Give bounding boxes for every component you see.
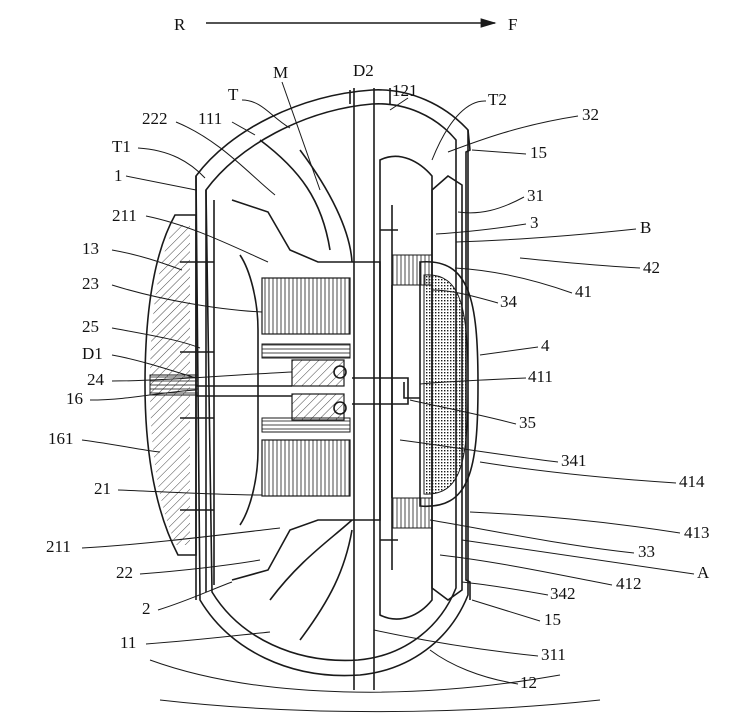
label-T: T	[228, 85, 239, 104]
label-412: 412	[616, 574, 642, 593]
label-413: 413	[684, 523, 710, 542]
label-34: 34	[500, 292, 518, 311]
direction-label-rear: R	[174, 15, 186, 34]
label-161: 161	[48, 429, 74, 448]
housing-shell	[150, 88, 600, 712]
label-B: B	[640, 218, 651, 237]
label-D1: D1	[82, 344, 103, 363]
rear-cap	[145, 215, 214, 555]
label-25: 25	[82, 317, 99, 336]
direction-label-front: F	[508, 15, 517, 34]
label-T1: T1	[112, 137, 131, 156]
label-13: 13	[82, 239, 99, 258]
label-T2: T2	[488, 90, 507, 109]
label-15-bottom: 15	[544, 610, 561, 629]
label-22: 22	[116, 563, 133, 582]
label-42: 42	[643, 258, 660, 277]
label-414: 414	[679, 472, 705, 491]
label-342: 342	[550, 584, 576, 603]
label-311: 311	[541, 645, 566, 664]
label-33: 33	[638, 542, 655, 561]
label-32: 32	[582, 105, 599, 124]
label-211-top: 211	[112, 206, 137, 225]
label-D2: D2	[353, 61, 374, 80]
label-16: 16	[66, 389, 83, 408]
front-assembly	[404, 176, 478, 600]
label-2: 2	[142, 599, 151, 618]
label-15-top: 15	[530, 143, 547, 162]
label-A: A	[697, 563, 710, 582]
label-21: 21	[94, 479, 111, 498]
label-3: 3	[530, 213, 539, 232]
label-411: 411	[528, 367, 553, 386]
label-M: M	[273, 63, 288, 82]
label-1: 1	[114, 166, 123, 185]
bearings	[292, 360, 346, 420]
label-111: 111	[198, 109, 222, 128]
label-23: 23	[82, 274, 99, 293]
label-222: 222	[142, 109, 168, 128]
label-35: 35	[519, 413, 536, 432]
label-12: 12	[520, 673, 537, 692]
label-4: 4	[541, 336, 550, 355]
direction-indicator: R F	[174, 15, 517, 34]
label-41: 41	[575, 282, 592, 301]
motor-support	[232, 140, 380, 640]
stator-coils	[262, 278, 350, 496]
label-121: 121	[392, 81, 418, 100]
shaft	[196, 88, 408, 690]
label-24: 24	[87, 370, 105, 389]
label-31: 31	[527, 186, 544, 205]
label-341: 341	[561, 451, 587, 470]
label-211-bottom: 211	[46, 537, 71, 556]
label-11: 11	[120, 633, 136, 652]
